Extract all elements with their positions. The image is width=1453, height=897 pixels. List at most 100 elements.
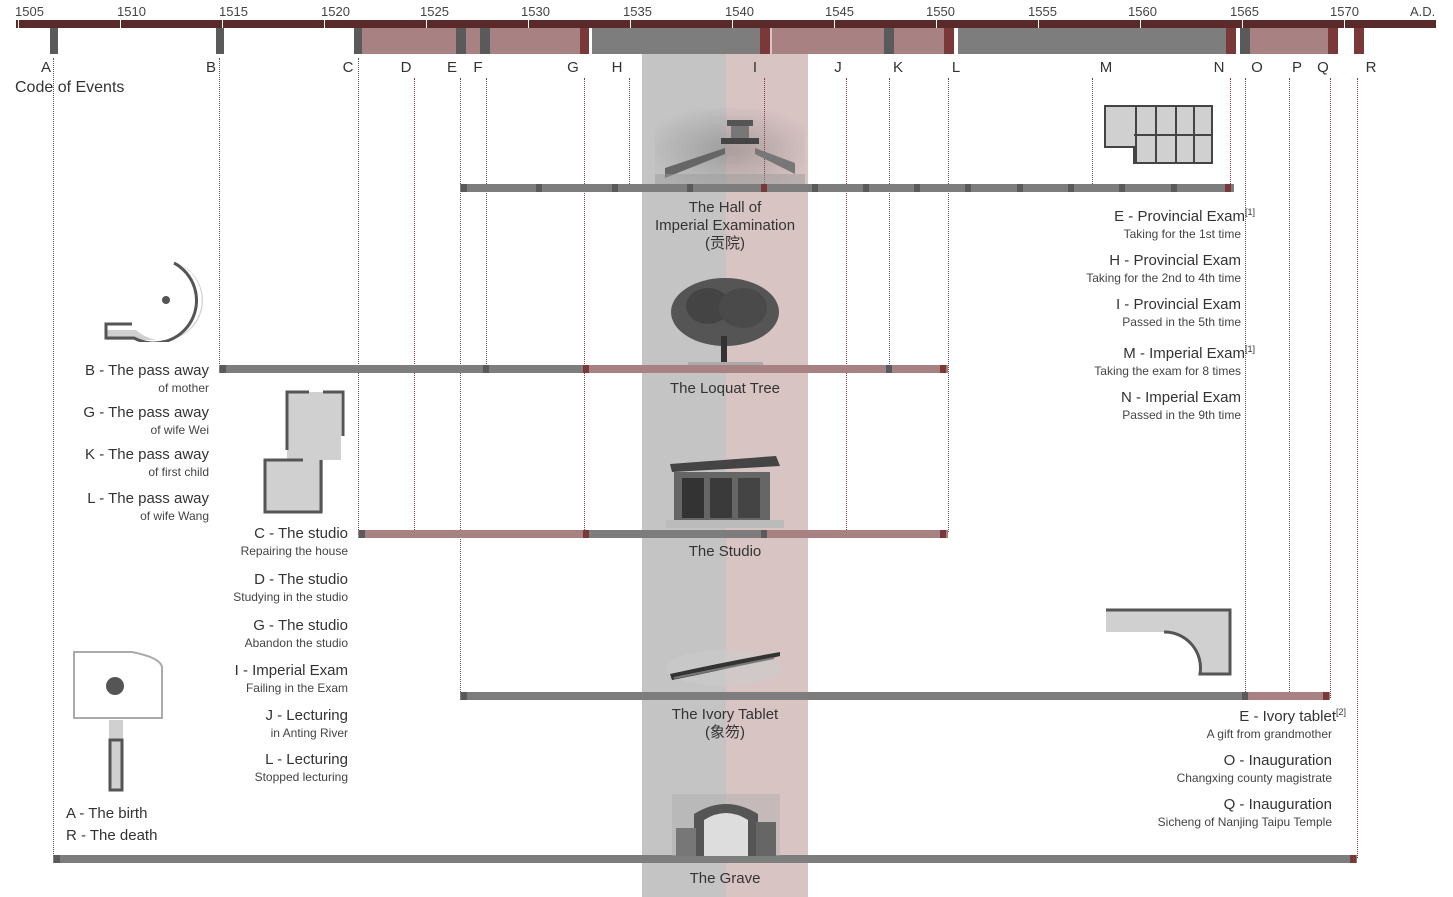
code-letter: N (1213, 59, 1225, 76)
hall-photo (655, 108, 805, 184)
period-block (580, 28, 589, 54)
guide-line (1330, 78, 1331, 698)
studio-bar-pink-1 (358, 530, 584, 538)
birth-label: A - The birth (66, 805, 148, 822)
event-title: Q - Inauguration (1223, 796, 1332, 813)
studio-event: I - Imperial Exam Failing in the Exam (233, 662, 348, 696)
code-letter: C (342, 59, 354, 76)
event-sub: Taking for the 2nd to 4th time (1086, 271, 1241, 285)
guide-line (1357, 78, 1358, 858)
period-block (1226, 28, 1236, 54)
studio-photo (666, 456, 784, 528)
hall-bar (460, 184, 1234, 192)
event-title: M - Imperial Exam[1] (1086, 340, 1255, 363)
guide-line (846, 78, 847, 532)
event-title: K - The pass away (85, 446, 209, 463)
code-letter: M (1099, 59, 1113, 76)
event-sub: Passed in the 5th time (1122, 315, 1241, 329)
period-block (354, 28, 362, 54)
year-label: 1570 (1330, 4, 1359, 19)
event-sub: Failing in the Exam (245, 681, 348, 695)
tablet-event: E - Ivory tablet[2] A gift from grandmot… (1158, 703, 1346, 742)
period-block (362, 28, 456, 54)
period-block (1354, 28, 1364, 54)
grave-plan-icon (73, 651, 163, 792)
code-letter: R (1365, 59, 1377, 76)
event-title: I - Provincial Exam (1115, 296, 1241, 313)
exam-event: I - Provincial Exam Passed in the 5th ti… (1086, 296, 1241, 330)
event-title: G - The pass away (83, 404, 209, 421)
guide-line (1289, 78, 1290, 698)
event-title: C - The studio (254, 525, 348, 542)
period-block (456, 28, 466, 54)
event-title-text: E - Provincial Exam (1114, 208, 1245, 225)
tablet-events: E - Ivory tablet[2] A gift from grandmot… (1158, 703, 1346, 830)
event-sub: A gift from grandmother (1206, 727, 1332, 741)
code-letter: P (1291, 59, 1302, 76)
guide-line (1230, 78, 1231, 186)
code-letter: L (951, 59, 961, 76)
code-letter: J (834, 59, 842, 76)
code-letter: I (752, 59, 758, 76)
studio-label: The Studio (688, 543, 762, 560)
event-sub: in Anting River (270, 726, 348, 740)
event-sub: Stopped lecturing (254, 770, 348, 784)
year-label: 1545 (825, 4, 854, 19)
pass-away-event: L - The pass away of wife Wang (83, 490, 209, 524)
studio-event: C - The studio Repairing the house (233, 525, 348, 559)
year-label: 1505 (15, 4, 44, 19)
guide-line (358, 58, 359, 532)
studio-event: L - Lecturing Stopped lecturing (233, 751, 348, 785)
hall-label-line3: (贡院) (705, 235, 745, 252)
studio-event: D - The studio Studying in the studio (233, 571, 348, 605)
exam-event: E - Provincial Exam[1] Taking for the 1s… (1086, 203, 1255, 242)
studio-plan-icon (263, 390, 345, 514)
period-block (466, 28, 480, 54)
period-block (772, 28, 884, 54)
tablet-plan-icon (1106, 608, 1232, 676)
event-title: B - The pass away (85, 362, 209, 379)
year-label: 1565 (1230, 4, 1259, 19)
loquat-tree-photo (671, 278, 779, 365)
year-label: 1515 (219, 4, 248, 19)
guide-line (889, 78, 890, 368)
event-sub: Taking for the 1st time (1123, 227, 1241, 241)
code-letter: O (1251, 59, 1263, 76)
grave-bar (53, 855, 1357, 863)
loquat-bar-pink (584, 365, 948, 373)
guide-line (460, 78, 461, 698)
event-title: J - Lecturing (265, 707, 348, 724)
death-label: R - The death (66, 827, 158, 844)
grave-label: The Grave (689, 870, 761, 887)
year-label: 1555 (1028, 4, 1057, 19)
pass-away-events: B - The pass away of mother G - The pass… (83, 362, 209, 524)
event-sub: Studying in the studio (233, 590, 348, 604)
event-sub: Changxing county magistrate (1176, 771, 1332, 785)
code-letter: H (611, 59, 623, 76)
period-block (1328, 28, 1338, 54)
year-label: 1535 (623, 4, 652, 19)
period-block (884, 28, 894, 54)
guide-line (948, 78, 949, 532)
guide-line (1245, 78, 1246, 698)
period-block (1240, 28, 1250, 54)
exam-event: H - Provincial Exam Taking for the 2nd t… (1086, 252, 1241, 286)
life-events: A - The birth R - The death (66, 803, 157, 847)
event-title: E - Ivory tablet[2] (1158, 703, 1346, 726)
period-block (490, 28, 580, 54)
period-block (944, 28, 954, 54)
guide-line (414, 78, 415, 532)
event-title: H - Provincial Exam (1109, 252, 1241, 269)
exam-event: N - Imperial Exam Passed in the 9th time (1086, 389, 1241, 423)
guide-line (219, 58, 220, 368)
event-title: O - Inauguration (1223, 752, 1332, 769)
period-block (216, 28, 224, 54)
event-title: I - Imperial Exam (234, 662, 348, 679)
axis-unit: A.D. (1410, 4, 1436, 19)
loquat-label: The Loquat Tree (669, 380, 781, 397)
pass-away-event: B - The pass away of mother (83, 362, 209, 396)
event-sub: Repairing the house (240, 544, 348, 558)
code-letter: A (40, 59, 51, 76)
grave-photo (672, 794, 780, 856)
event-title: D - The studio (254, 571, 348, 588)
